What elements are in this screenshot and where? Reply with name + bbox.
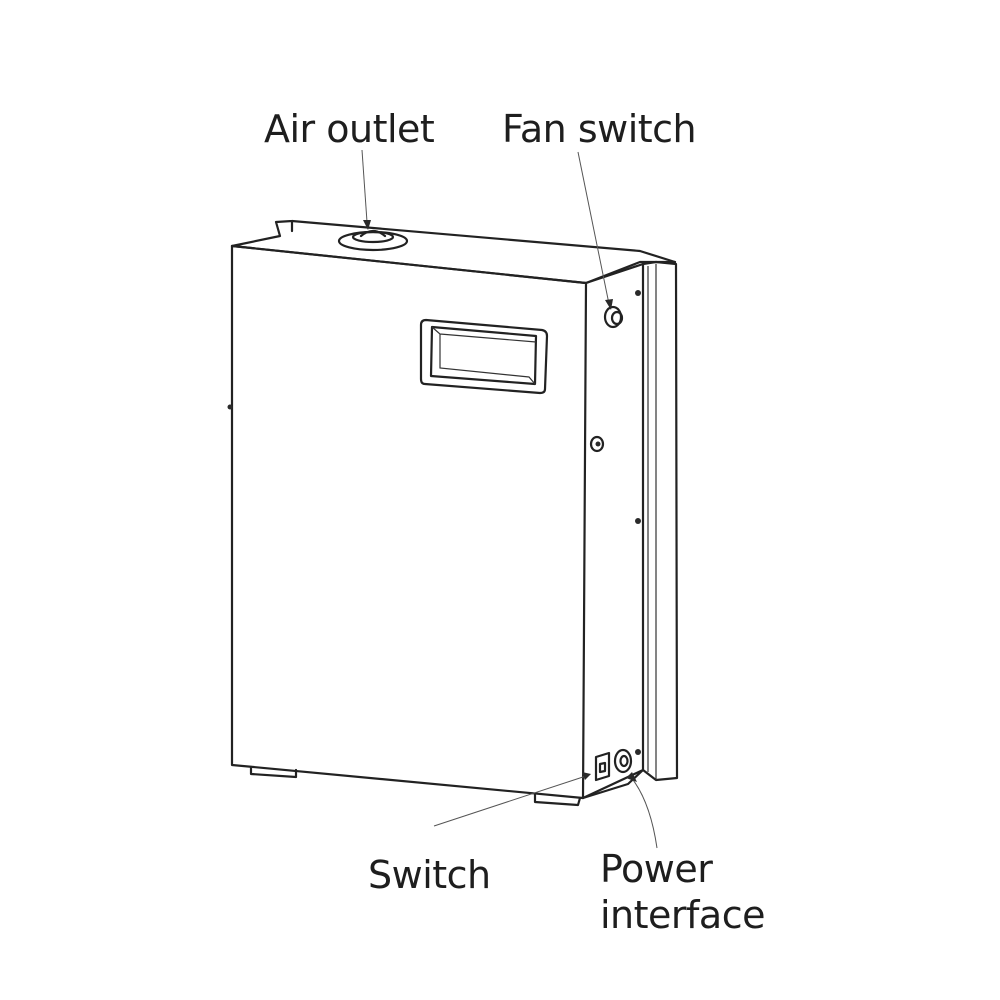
side-knob-center [595, 441, 601, 447]
label-power-interface: Power interface [600, 846, 765, 938]
leader-power [629, 775, 658, 849]
side-screw [635, 749, 641, 755]
side-panel [581, 262, 645, 800]
leader-power-arrow [626, 772, 637, 782]
front-screw [227, 404, 233, 410]
leader-air-outlet [361, 149, 368, 223]
side-knob [589, 435, 605, 453]
display-window-outer [419, 318, 549, 395]
mounting-bracket [641, 260, 679, 782]
power-interface-icon [613, 748, 633, 774]
fan-switch-cap [610, 310, 624, 326]
bottom-side-edge [581, 768, 645, 800]
label-power-line2: interface [600, 893, 765, 937]
label-switch: Switch [368, 853, 491, 897]
label-fan-switch: Fan switch [502, 107, 697, 151]
rocker-switch-mark [598, 761, 607, 774]
display-window-bevel [431, 326, 537, 385]
label-air-outlet: Air outlet [264, 107, 435, 151]
leader-switch [433, 775, 587, 827]
foot-left [249, 765, 298, 779]
leader-fan-switch [577, 151, 610, 305]
top-back-ledge [230, 219, 677, 264]
top-edge [230, 244, 677, 285]
leader-air-outlet-arrow [363, 220, 371, 230]
leader-switch-arrow [582, 772, 591, 780]
leader-fan-switch-arrow [605, 299, 613, 310]
foot-right [533, 793, 582, 807]
air-outlet-nozzle [359, 229, 387, 238]
display-window-inner [429, 325, 538, 386]
rocker-switch-icon [594, 751, 611, 782]
bracket-inner-edge [647, 264, 657, 780]
side-screw [635, 518, 641, 524]
air-outlet-inner [351, 230, 395, 244]
power-interface-pin [619, 754, 629, 768]
label-power-line1: Power [600, 847, 713, 891]
side-screw [635, 290, 641, 296]
